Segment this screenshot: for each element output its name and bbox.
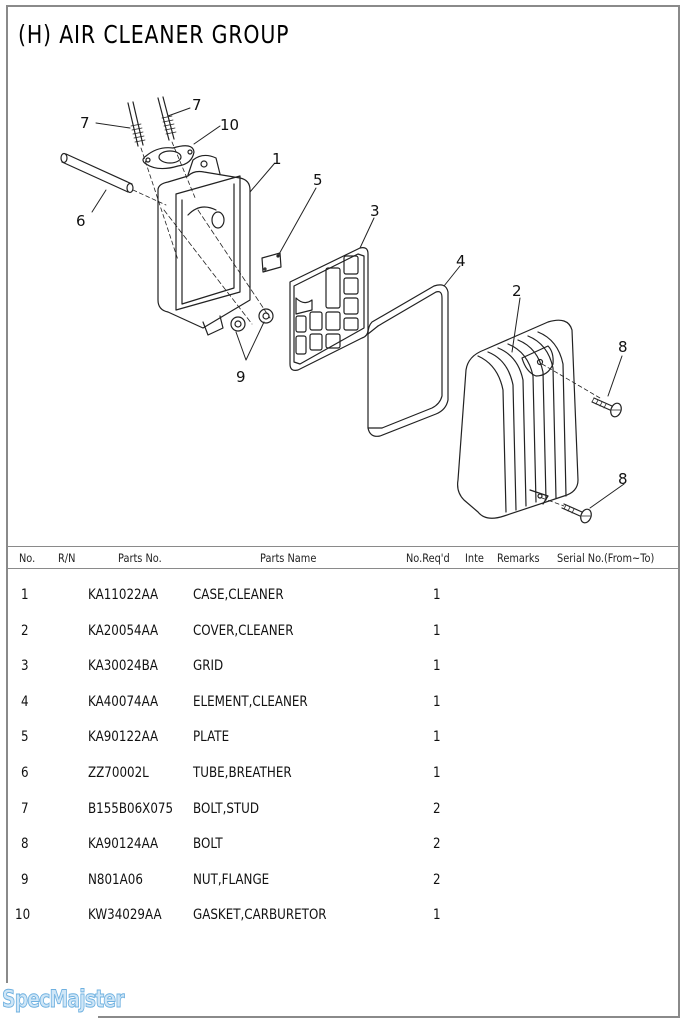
col-header-inte: Inte xyxy=(465,551,484,565)
header-bottom-rule xyxy=(7,568,679,569)
callout-8b: 8 xyxy=(618,470,628,488)
page-title: (H) AIR CLEANER GROUP xyxy=(18,20,290,49)
cell-parts-name: COVER,CLEANER xyxy=(193,622,294,639)
cell-parts-name: GASKET,CARBURETOR xyxy=(193,907,327,924)
table-row: 4 KA40074AA ELEMENT,CLEANER 1 xyxy=(0,694,687,714)
callout-5: 5 xyxy=(313,171,323,189)
cell-parts-no: KA20054AA xyxy=(88,622,159,639)
watermark-logo: SpecMajster xyxy=(2,985,125,1014)
cell-parts-name: BOLT xyxy=(193,836,223,853)
cell-qty: 1 xyxy=(433,765,441,781)
cell-no: 5 xyxy=(21,729,29,746)
part-6-breather-tube xyxy=(60,152,167,206)
col-header-remarks: Remarks xyxy=(497,551,540,565)
cell-qty: 1 xyxy=(433,587,441,603)
col-header-rn: R/N xyxy=(58,551,76,565)
cell-no: 10 xyxy=(15,907,31,924)
cell-parts-no: ZZ70002L xyxy=(88,765,149,781)
table-row: 10 KW34029AA GASKET,CARBURETOR 1 xyxy=(0,907,687,927)
callout-10: 10 xyxy=(220,116,239,134)
page-frame xyxy=(6,5,680,1018)
part-8-bolts xyxy=(561,397,622,524)
cell-no: 3 xyxy=(21,658,29,675)
cell-parts-no: KW34029AA xyxy=(88,907,162,924)
col-header-no-reqd: No.Req'd xyxy=(406,551,450,565)
table-row: 6 ZZ70002L TUBE,BREATHER 1 xyxy=(0,765,687,785)
cell-no: 7 xyxy=(21,800,29,817)
exploded-diagram: 7 7 10 1 5 3 6 4 2 8 8 9 xyxy=(60,96,628,524)
part-2-cover xyxy=(457,319,601,519)
cell-qty: 2 xyxy=(433,836,441,853)
col-header-serial: Serial No.(From~To) xyxy=(557,551,655,565)
table-row: 7 B155B06X075 BOLT,STUD 2 xyxy=(0,801,687,821)
part-1-case xyxy=(157,154,271,336)
cell-parts-name: CASE,CLEANER xyxy=(193,587,284,603)
leader-lines xyxy=(91,107,625,509)
callout-1: 1 xyxy=(272,150,282,168)
cell-parts-name: PLATE xyxy=(193,729,230,746)
cell-no: 4 xyxy=(21,693,29,710)
cell-parts-no: KA40074AA xyxy=(88,693,159,710)
cell-parts-no: KA90124AA xyxy=(88,836,159,853)
part-3-grid xyxy=(289,247,369,371)
table-row: 2 KA20054AA COVER,CLEANER 1 xyxy=(0,623,687,643)
callout-2: 2 xyxy=(512,282,522,300)
table-row: 1 KA11022AA CASE,CLEANER 1 xyxy=(0,587,687,607)
table-row: 3 KA30024BA GRID 1 xyxy=(0,658,687,678)
callout-9: 9 xyxy=(236,368,246,386)
part-10-gasket xyxy=(142,145,195,170)
table-row: 8 KA90124AA BOLT 2 xyxy=(0,836,687,856)
cell-no: 1 xyxy=(21,587,29,603)
header-top-rule xyxy=(7,546,679,547)
cell-parts-name: TUBE,BREATHER xyxy=(193,765,292,781)
cell-parts-no: KA30024BA xyxy=(88,658,158,675)
cell-parts-name: GRID xyxy=(193,658,224,675)
cell-parts-name: ELEMENT,CLEANER xyxy=(193,693,308,710)
cell-no: 6 xyxy=(21,765,29,781)
cell-no: 8 xyxy=(21,836,29,853)
cell-parts-no: B155B06X075 xyxy=(88,800,174,817)
col-header-parts-name: Parts Name xyxy=(260,551,317,565)
callout-7b: 7 xyxy=(192,96,202,114)
cell-parts-name: BOLT,STUD xyxy=(193,800,260,817)
part-9-flange-nuts xyxy=(230,308,274,332)
callout-6: 6 xyxy=(76,212,86,230)
table-row: 9 N801A06 NUT,FLANGE 2 xyxy=(0,872,687,892)
cell-qty: 1 xyxy=(433,729,441,746)
col-header-parts-no: Parts No. xyxy=(118,551,162,565)
cell-qty: 1 xyxy=(433,622,441,639)
watermark-backdrop xyxy=(0,983,98,1018)
cell-no: 9 xyxy=(21,871,29,888)
callout-7a: 7 xyxy=(80,114,90,132)
cell-parts-no: N801A06 xyxy=(88,871,143,888)
part-4-element xyxy=(367,284,449,437)
part-7-stud-bolts xyxy=(127,96,197,261)
table-row: 5 KA90122AA PLATE 1 xyxy=(0,729,687,749)
cell-parts-no: KA90122AA xyxy=(88,729,159,746)
cell-qty: 1 xyxy=(433,658,441,675)
col-header-no: No. xyxy=(19,551,36,565)
cell-qty: 2 xyxy=(433,800,441,817)
callout-4: 4 xyxy=(456,252,466,270)
cell-qty: 2 xyxy=(433,871,441,888)
cell-no: 2 xyxy=(21,622,29,639)
callout-3: 3 xyxy=(370,202,380,220)
cell-parts-name: NUT,FLANGE xyxy=(193,871,270,888)
callout-8a: 8 xyxy=(618,338,628,356)
cell-parts-no: KA11022AA xyxy=(88,587,159,603)
cell-qty: 1 xyxy=(433,907,441,924)
cell-qty: 1 xyxy=(433,693,441,710)
